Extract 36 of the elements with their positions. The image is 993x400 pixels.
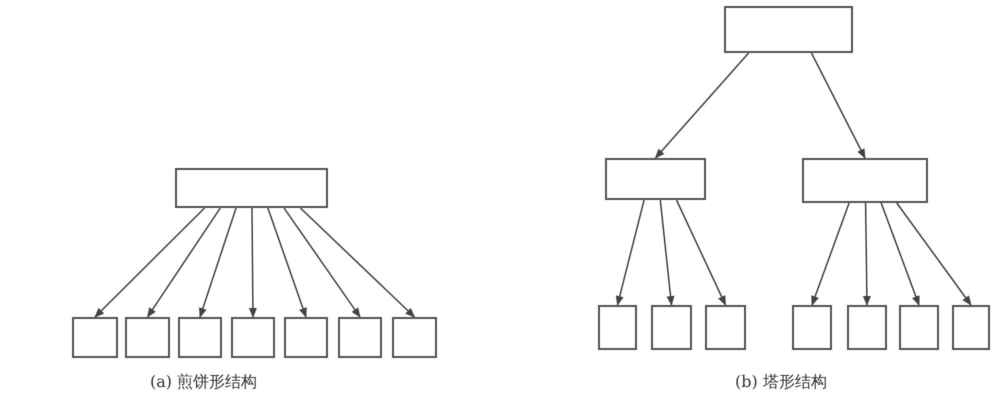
- empty-box: [72, 317, 118, 358]
- empty-box: [284, 317, 328, 358]
- empty-box: [802, 158, 928, 203]
- empty-box: [125, 317, 170, 358]
- arrow: [283, 208, 361, 318]
- empty-box: [724, 6, 853, 53]
- arrow: [810, 52, 866, 159]
- empty-box: [847, 305, 887, 350]
- arrow: [300, 207, 416, 318]
- empty-box: [792, 305, 832, 350]
- empty-box: [175, 168, 328, 208]
- arrow: [94, 207, 206, 318]
- arrow: [862, 202, 871, 306]
- arrow: [248, 208, 257, 318]
- empty-box: [392, 317, 437, 358]
- empty-box: [231, 317, 275, 358]
- empty-box: [338, 317, 382, 358]
- arrow: [660, 200, 675, 306]
- arrow: [146, 208, 221, 318]
- empty-box: [598, 305, 637, 350]
- empty-box: [705, 305, 746, 350]
- arrow: [896, 202, 972, 306]
- arrow: [616, 200, 645, 306]
- empty-box: [605, 158, 706, 200]
- arrow: [267, 208, 307, 318]
- empty-box: [651, 305, 692, 350]
- caption: (a) 煎饼形结构: [150, 372, 258, 393]
- empty-box: [899, 305, 939, 350]
- empty-box: [952, 305, 990, 350]
- arrow: [880, 202, 920, 306]
- arrow: [811, 202, 850, 306]
- arrow: [676, 200, 726, 306]
- arrow: [199, 208, 237, 318]
- caption: (b) 塔形结构: [735, 372, 827, 393]
- empty-box: [178, 317, 222, 358]
- arrow: [654, 52, 750, 159]
